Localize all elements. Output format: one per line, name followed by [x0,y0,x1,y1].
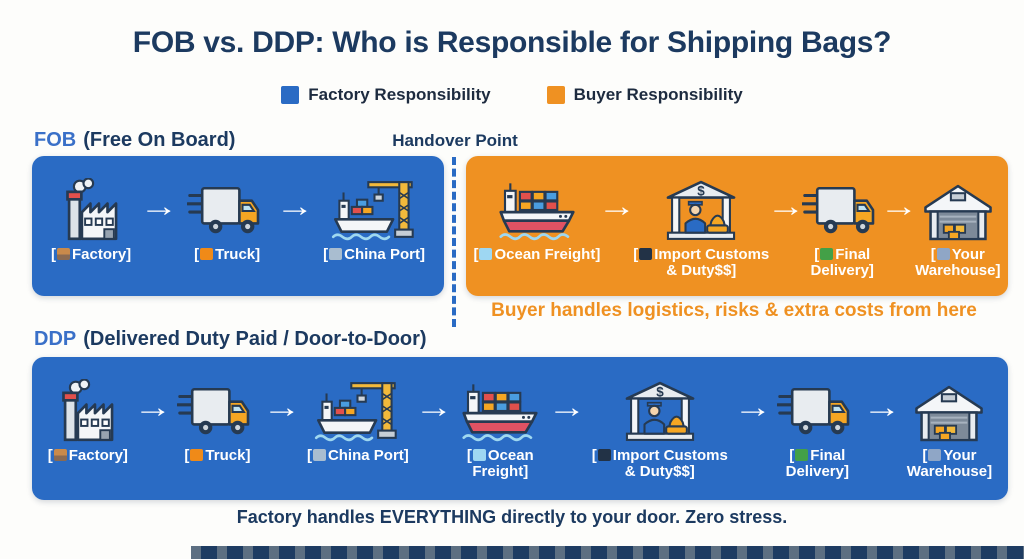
anchor-emoji-icon [312,449,326,461]
fob-term-rest: (Free On Board) [83,129,236,151]
legend-buyer: Buyer Responsibility [546,85,743,105]
step-label: [Factory] [47,447,128,464]
customs-building-icon [622,381,698,443]
anchor-emoji-icon [329,248,343,260]
arrow-icon: → [275,190,315,223]
cargo-ship-icon [458,379,542,443]
fob-buyer-flow-box: [Ocean Freight] → [Import Customs & Duty… [466,156,1008,296]
arrow-icon: → [547,391,587,424]
cargo-ship-icon [495,178,579,242]
step-label: [Final Delivery] [785,447,849,480]
step-label: [Factory] [50,246,132,263]
delivery-truck-icon [777,381,857,443]
step-import-customs: [Import Customs & Duty$$] [633,168,769,279]
arrow-icon: → [414,391,454,424]
step-label: [Import Customs & Duty$$] [633,246,770,279]
arrow-icon: → [139,190,179,223]
fob-buyer-note: Buyer handles logistics, risks & extra c… [491,300,977,321]
step-your-warehouse: [Your Warehouse] [915,168,1000,279]
legend-buyer-label: Buyer Responsibility [573,85,743,104]
step-label: [China Port] [306,447,409,464]
step-label: [Truck] [194,246,261,263]
ship-emoji-icon [479,248,493,260]
step-truck: [Truck] [177,369,257,464]
step-final-delivery: [Final Delivery] [802,168,882,279]
step-label: [Import Customs & Duty$$] [591,447,728,480]
buyer-color-swatch-icon [546,86,565,104]
arrow-icon: → [262,391,302,424]
step-ocean-freight: [Ocean Freight] [473,168,600,263]
arrow-icon: → [733,391,773,424]
fob-factory-flow-box: [Factory] → [Truck] → [China Port] [32,156,444,296]
ddp-term-rest: (Delivered Duty Paid / Door-to-Door) [83,328,427,350]
page-title: FOB vs. DDP: Who is Responsible for Ship… [132,26,892,59]
warehouse-icon [921,181,995,242]
footer-strip [191,546,1024,559]
step-china-port: [China Port] [307,369,409,464]
step-your-warehouse: [Your Warehouse] [907,369,992,480]
factory-emoji-icon [53,449,67,461]
handover-point-label: Handover Point [392,131,518,150]
delivery-emoji-icon [820,248,834,260]
factory-emoji-icon [56,248,70,260]
step-label: [Your Warehouse] [906,447,993,480]
ship-emoji-icon [472,449,486,461]
step-label: [Your Warehouse] [915,246,1001,279]
factory-icon [53,178,130,242]
customs-building-icon [663,180,739,242]
ddp-term: DDP [34,328,77,350]
step-truck: [Truck] [187,168,267,263]
ddp-section-header: DDP (Delivered Duty Paid / Door-to-Door) [34,328,427,351]
factory-color-swatch-icon [281,86,300,104]
warehouse-icon [912,382,986,443]
step-label: [Truck] [184,447,251,464]
customs-emoji-icon [639,248,653,260]
step-label: [China Port] [323,246,425,263]
factory-icon [49,379,126,443]
delivery-truck-icon [802,180,882,242]
warehouse-emoji-icon [928,449,942,461]
truck-emoji-icon [190,449,204,461]
legend: Factory Responsibility Buyer Responsibil… [0,85,1024,105]
arrow-icon: → [597,190,637,223]
ddp-flow-box: [Factory] → [Truck] → [China Port] → [Oc… [32,357,1008,500]
truck-icon [177,381,257,443]
step-ocean-freight: [Ocean Freight] [458,369,542,480]
step-final-delivery: [Final Delivery] [777,369,857,480]
ddp-note: Factory handles EVERYTHING directly to y… [236,507,788,527]
port-crane-icon [327,178,422,242]
step-import-customs: [Import Customs & Duty$$] [592,369,728,480]
step-label: [Ocean Freight] [473,246,601,263]
arrow-icon: → [862,391,902,424]
legend-factory: Factory Responsibility [281,85,491,105]
truck-icon [187,180,267,242]
step-factory: [Factory] [51,168,131,263]
step-china-port: [China Port] [323,168,425,263]
truck-emoji-icon [200,248,214,260]
customs-emoji-icon [597,449,611,461]
delivery-emoji-icon [795,449,809,461]
arrow-icon: → [879,190,919,223]
fob-section-header: FOB (Free On Board) [34,129,235,152]
step-label: [Final Delivery] [810,246,874,279]
step-factory: [Factory] [48,369,128,464]
arrow-icon: → [766,190,806,223]
legend-factory-label: Factory Responsibility [308,85,491,104]
handover-dashed-line [452,157,456,327]
step-label: [Ocean Freight] [466,447,534,480]
fob-term: FOB [34,129,77,151]
port-crane-icon [310,379,405,443]
warehouse-emoji-icon [936,248,950,260]
arrow-icon: → [133,391,173,424]
